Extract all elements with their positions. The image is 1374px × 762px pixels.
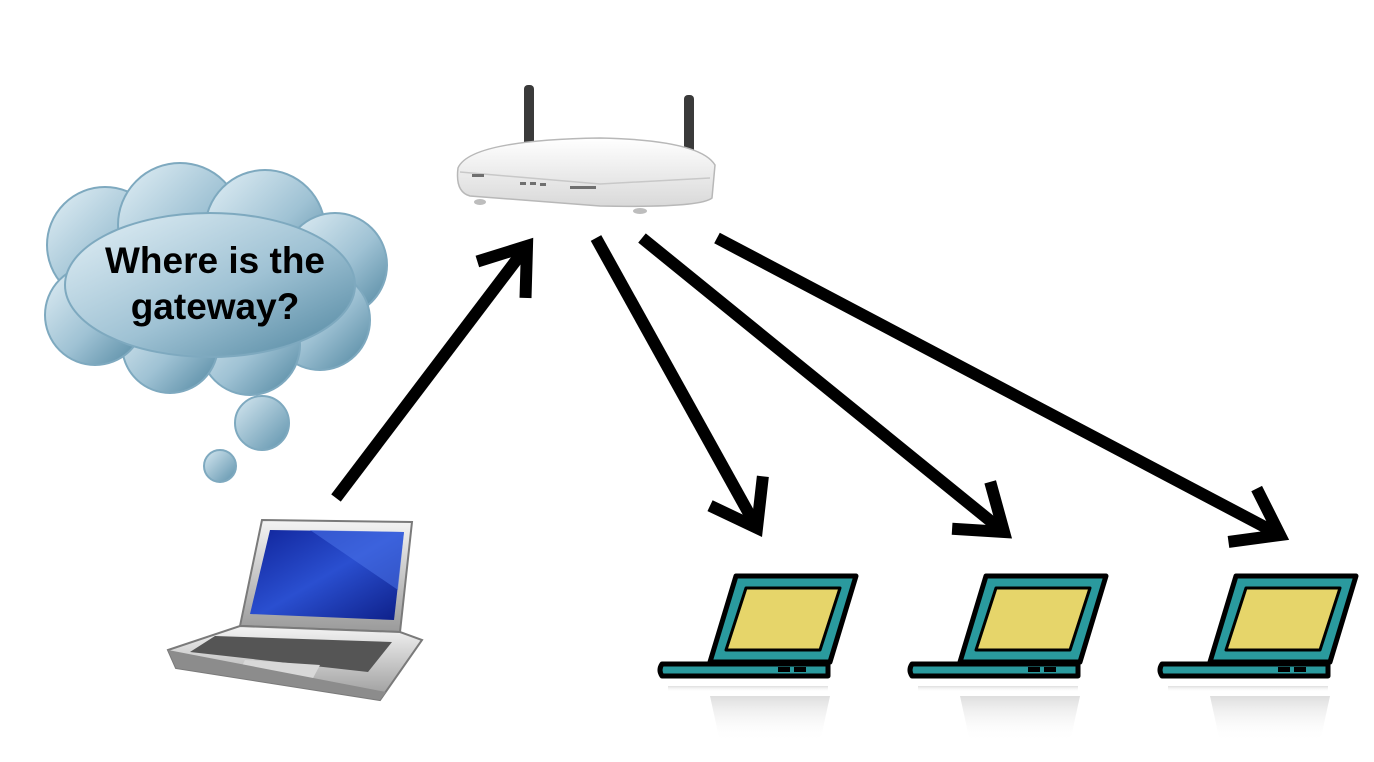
thought-bubble-line-2: gateway? xyxy=(130,286,300,327)
laptop-icon xyxy=(907,573,1109,742)
arrowhead xyxy=(475,237,534,299)
arrow-laptop-to-router xyxy=(331,237,534,502)
arrow-router-to-laptop-2 xyxy=(638,233,1013,539)
thought-cloud-icon xyxy=(44,162,388,483)
arrow-router-to-laptop-1 xyxy=(590,235,769,538)
thought-bubble-line-1: Where is the xyxy=(105,240,325,281)
thought-bubble-text: Where is the gateway? xyxy=(60,238,370,330)
laptop-icon xyxy=(1157,573,1359,742)
arrow-router-to-laptop-3 xyxy=(714,232,1290,548)
laptop-icon xyxy=(166,518,424,702)
laptop-icon xyxy=(657,573,859,742)
arrowhead xyxy=(1227,485,1290,548)
arrowhead xyxy=(951,480,1013,539)
router-icon xyxy=(456,85,716,214)
arrowhead xyxy=(707,475,769,538)
